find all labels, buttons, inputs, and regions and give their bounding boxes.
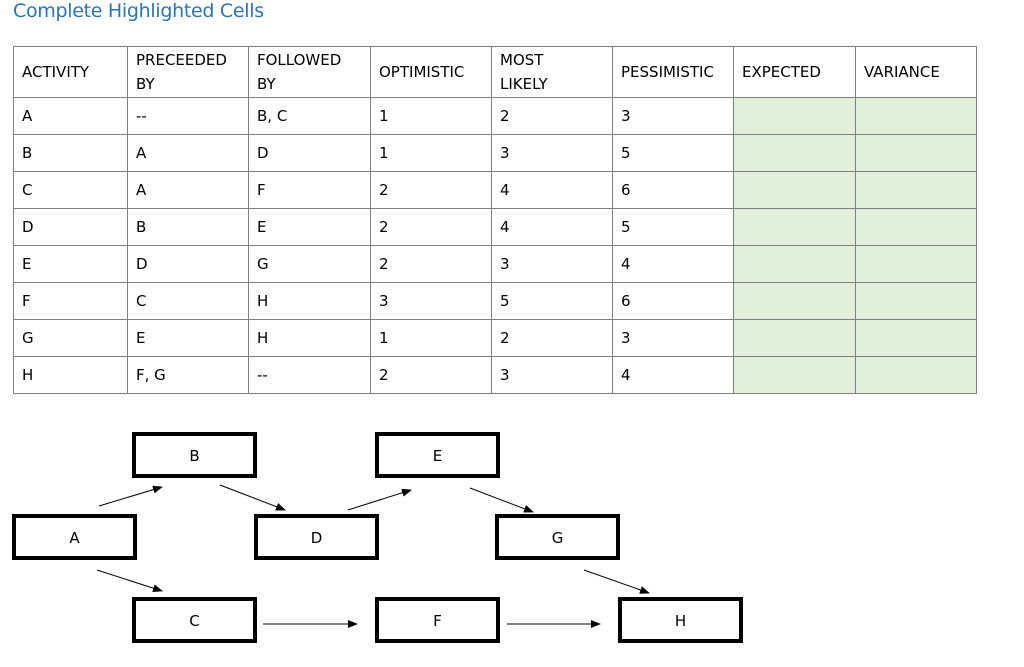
cell-most-likely: 2 bbox=[491, 319, 613, 357]
cell-pessimistic: 4 bbox=[612, 356, 734, 394]
edge-d-e bbox=[347, 488, 412, 511]
header-pessimistic: PESSIMISTIC bbox=[612, 46, 734, 98]
node-box bbox=[375, 432, 500, 478]
node-box bbox=[12, 514, 137, 560]
cell-expected-input[interactable] bbox=[733, 356, 856, 394]
cell-most-likely: 4 bbox=[491, 208, 613, 246]
cell-preceded-by: E bbox=[127, 319, 249, 357]
cell-activity: D bbox=[13, 208, 128, 246]
cell-preceded-by: A bbox=[127, 171, 249, 209]
cell-activity: E bbox=[13, 245, 128, 283]
cell-expected-input[interactable] bbox=[733, 319, 856, 357]
cell-expected-input[interactable] bbox=[733, 171, 856, 209]
node-label: E bbox=[433, 447, 442, 465]
cell-variance-input[interactable] bbox=[855, 356, 977, 394]
cell-optimistic: 2 bbox=[370, 245, 492, 283]
cell-activity: A bbox=[13, 97, 128, 135]
edge-a-b bbox=[98, 485, 163, 507]
cell-optimistic: 2 bbox=[370, 171, 492, 209]
cell-followed-by: -- bbox=[248, 356, 371, 394]
cell-variance-input[interactable] bbox=[855, 97, 977, 135]
cell-preceded-by: F, G bbox=[127, 356, 249, 394]
header-optimistic: OPTIMISTIC bbox=[370, 46, 492, 98]
node-h: H bbox=[618, 597, 743, 643]
node-box bbox=[132, 432, 257, 478]
edge-e-g bbox=[469, 487, 534, 513]
edge-b-d bbox=[219, 484, 286, 511]
cell-optimistic: 1 bbox=[370, 97, 492, 135]
node-label: D bbox=[311, 529, 323, 547]
cell-most-likely: 3 bbox=[491, 356, 613, 394]
cell-activity: H bbox=[13, 356, 128, 394]
cell-expected-input[interactable] bbox=[733, 245, 856, 283]
header-activity: ACTIVITY bbox=[13, 46, 128, 98]
cell-pessimistic: 3 bbox=[612, 97, 734, 135]
edge-a-c bbox=[96, 569, 163, 593]
cell-followed-by: G bbox=[248, 245, 371, 283]
cell-optimistic: 1 bbox=[370, 319, 492, 357]
cell-preceded-by: C bbox=[127, 282, 249, 320]
node-label: F bbox=[433, 612, 442, 630]
cell-activity: B bbox=[13, 134, 128, 172]
node-e: E bbox=[375, 432, 500, 478]
node-box bbox=[254, 514, 379, 560]
node-box bbox=[618, 597, 743, 643]
node-label: A bbox=[69, 529, 80, 547]
node-f: F bbox=[375, 597, 500, 643]
node-b: B bbox=[132, 432, 257, 478]
node-d: D bbox=[254, 514, 379, 560]
node-label: G bbox=[552, 529, 564, 547]
cell-most-likely: 2 bbox=[491, 97, 613, 135]
node-box bbox=[375, 597, 500, 643]
page-title: Complete Highlighted Cells bbox=[13, 0, 264, 22]
cell-pessimistic: 4 bbox=[612, 245, 734, 283]
cell-variance-input[interactable] bbox=[855, 171, 977, 209]
cell-variance-input[interactable] bbox=[855, 245, 977, 283]
cell-most-likely: 3 bbox=[491, 134, 613, 172]
header-expected: EXPECTED bbox=[733, 46, 856, 98]
cell-preceded-by: D bbox=[127, 245, 249, 283]
cell-optimistic: 2 bbox=[370, 356, 492, 394]
node-label: C bbox=[189, 612, 199, 630]
node-c: C bbox=[132, 597, 257, 643]
cell-expected-input[interactable] bbox=[733, 282, 856, 320]
cell-variance-input[interactable] bbox=[855, 282, 977, 320]
node-label: H bbox=[675, 612, 686, 630]
cell-expected-input[interactable] bbox=[733, 208, 856, 246]
cell-followed-by: H bbox=[248, 282, 371, 320]
cell-followed-by: E bbox=[248, 208, 371, 246]
node-g: G bbox=[495, 514, 620, 560]
edge-g-h bbox=[583, 569, 650, 594]
node-box bbox=[495, 514, 620, 560]
cell-pessimistic: 5 bbox=[612, 134, 734, 172]
node-label: B bbox=[189, 447, 199, 465]
node-a: A bbox=[12, 514, 137, 560]
node-box bbox=[132, 597, 257, 643]
cell-expected-input[interactable] bbox=[733, 134, 856, 172]
cell-variance-input[interactable] bbox=[855, 208, 977, 246]
